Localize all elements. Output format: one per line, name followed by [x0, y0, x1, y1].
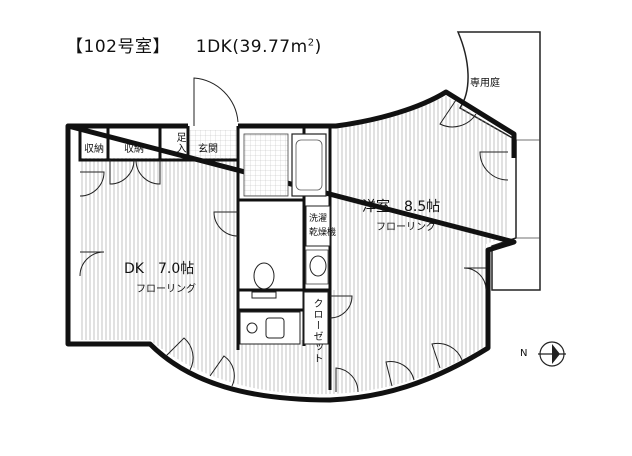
stove-burner: [246, 322, 258, 334]
dk-floor-type: フローリング: [136, 284, 196, 295]
kitchen-counter: [239, 311, 301, 345]
shoe-storage-label: 足入: [174, 132, 185, 154]
entrance-door: [193, 77, 239, 126]
dk-door-left-1: [79, 171, 105, 197]
compass-icon: [538, 341, 566, 367]
storage-label-1: 収納: [84, 144, 104, 155]
layout-area: 1DK(39.77m: [195, 37, 308, 57]
washer-label: 洗濯 乾燥機: [309, 214, 337, 238]
entrance-floor: [188, 130, 238, 158]
curve-door-1: [165, 337, 194, 371]
storage-label-2: 収納: [124, 144, 144, 155]
garden-label: 専用庭: [470, 78, 500, 89]
western-floor-type: フローリング: [376, 222, 436, 233]
storage-door-1: [109, 159, 135, 185]
entrance-wall: [186, 126, 240, 350]
western-door-3: [463, 267, 487, 291]
washbasin-counter: [305, 249, 329, 285]
garden-fence: [516, 139, 540, 239]
lower-curve-floor: [150, 340, 330, 395]
bath-door: [213, 211, 239, 237]
washbasin: [309, 255, 327, 277]
bathtub: [291, 133, 327, 197]
closet-door: [329, 295, 353, 319]
curve-door-4: [385, 361, 415, 387]
washer-box: [305, 205, 331, 247]
toilet-bowl: [253, 262, 275, 290]
wash-area: [243, 133, 289, 197]
area-unit-sup: 2: [307, 37, 315, 49]
western-room-name: 洋室 8.5帖: [362, 199, 441, 215]
closet-box: [303, 291, 329, 345]
page-title: 【102号室】 1DK(39.77m2): [66, 32, 322, 57]
dk-room-name: DK 7.0帖: [124, 261, 195, 277]
western-door-2: [479, 151, 509, 181]
private-garden: [456, 31, 541, 291]
curve-door-3: [335, 367, 359, 393]
curve-door-5: [431, 342, 463, 369]
toilet-tank: [251, 291, 277, 299]
western-door-1: [439, 99, 477, 128]
dk-floor: [80, 158, 238, 340]
area-unit-close: ): [314, 37, 322, 57]
closet-label: クローゼット: [311, 298, 322, 364]
compass-north-label: N: [520, 348, 528, 359]
western-floor: [330, 96, 508, 394]
curve-door-2: [209, 355, 235, 387]
room-number: 【102号室】: [66, 37, 170, 57]
bathtub-inner: [295, 139, 323, 191]
storage-door-2: [135, 159, 161, 185]
dk-door-left-2: [79, 251, 105, 277]
entrance-label: 玄関: [198, 144, 218, 155]
exterior-wall: [65, 89, 517, 403]
sink: [265, 317, 285, 339]
